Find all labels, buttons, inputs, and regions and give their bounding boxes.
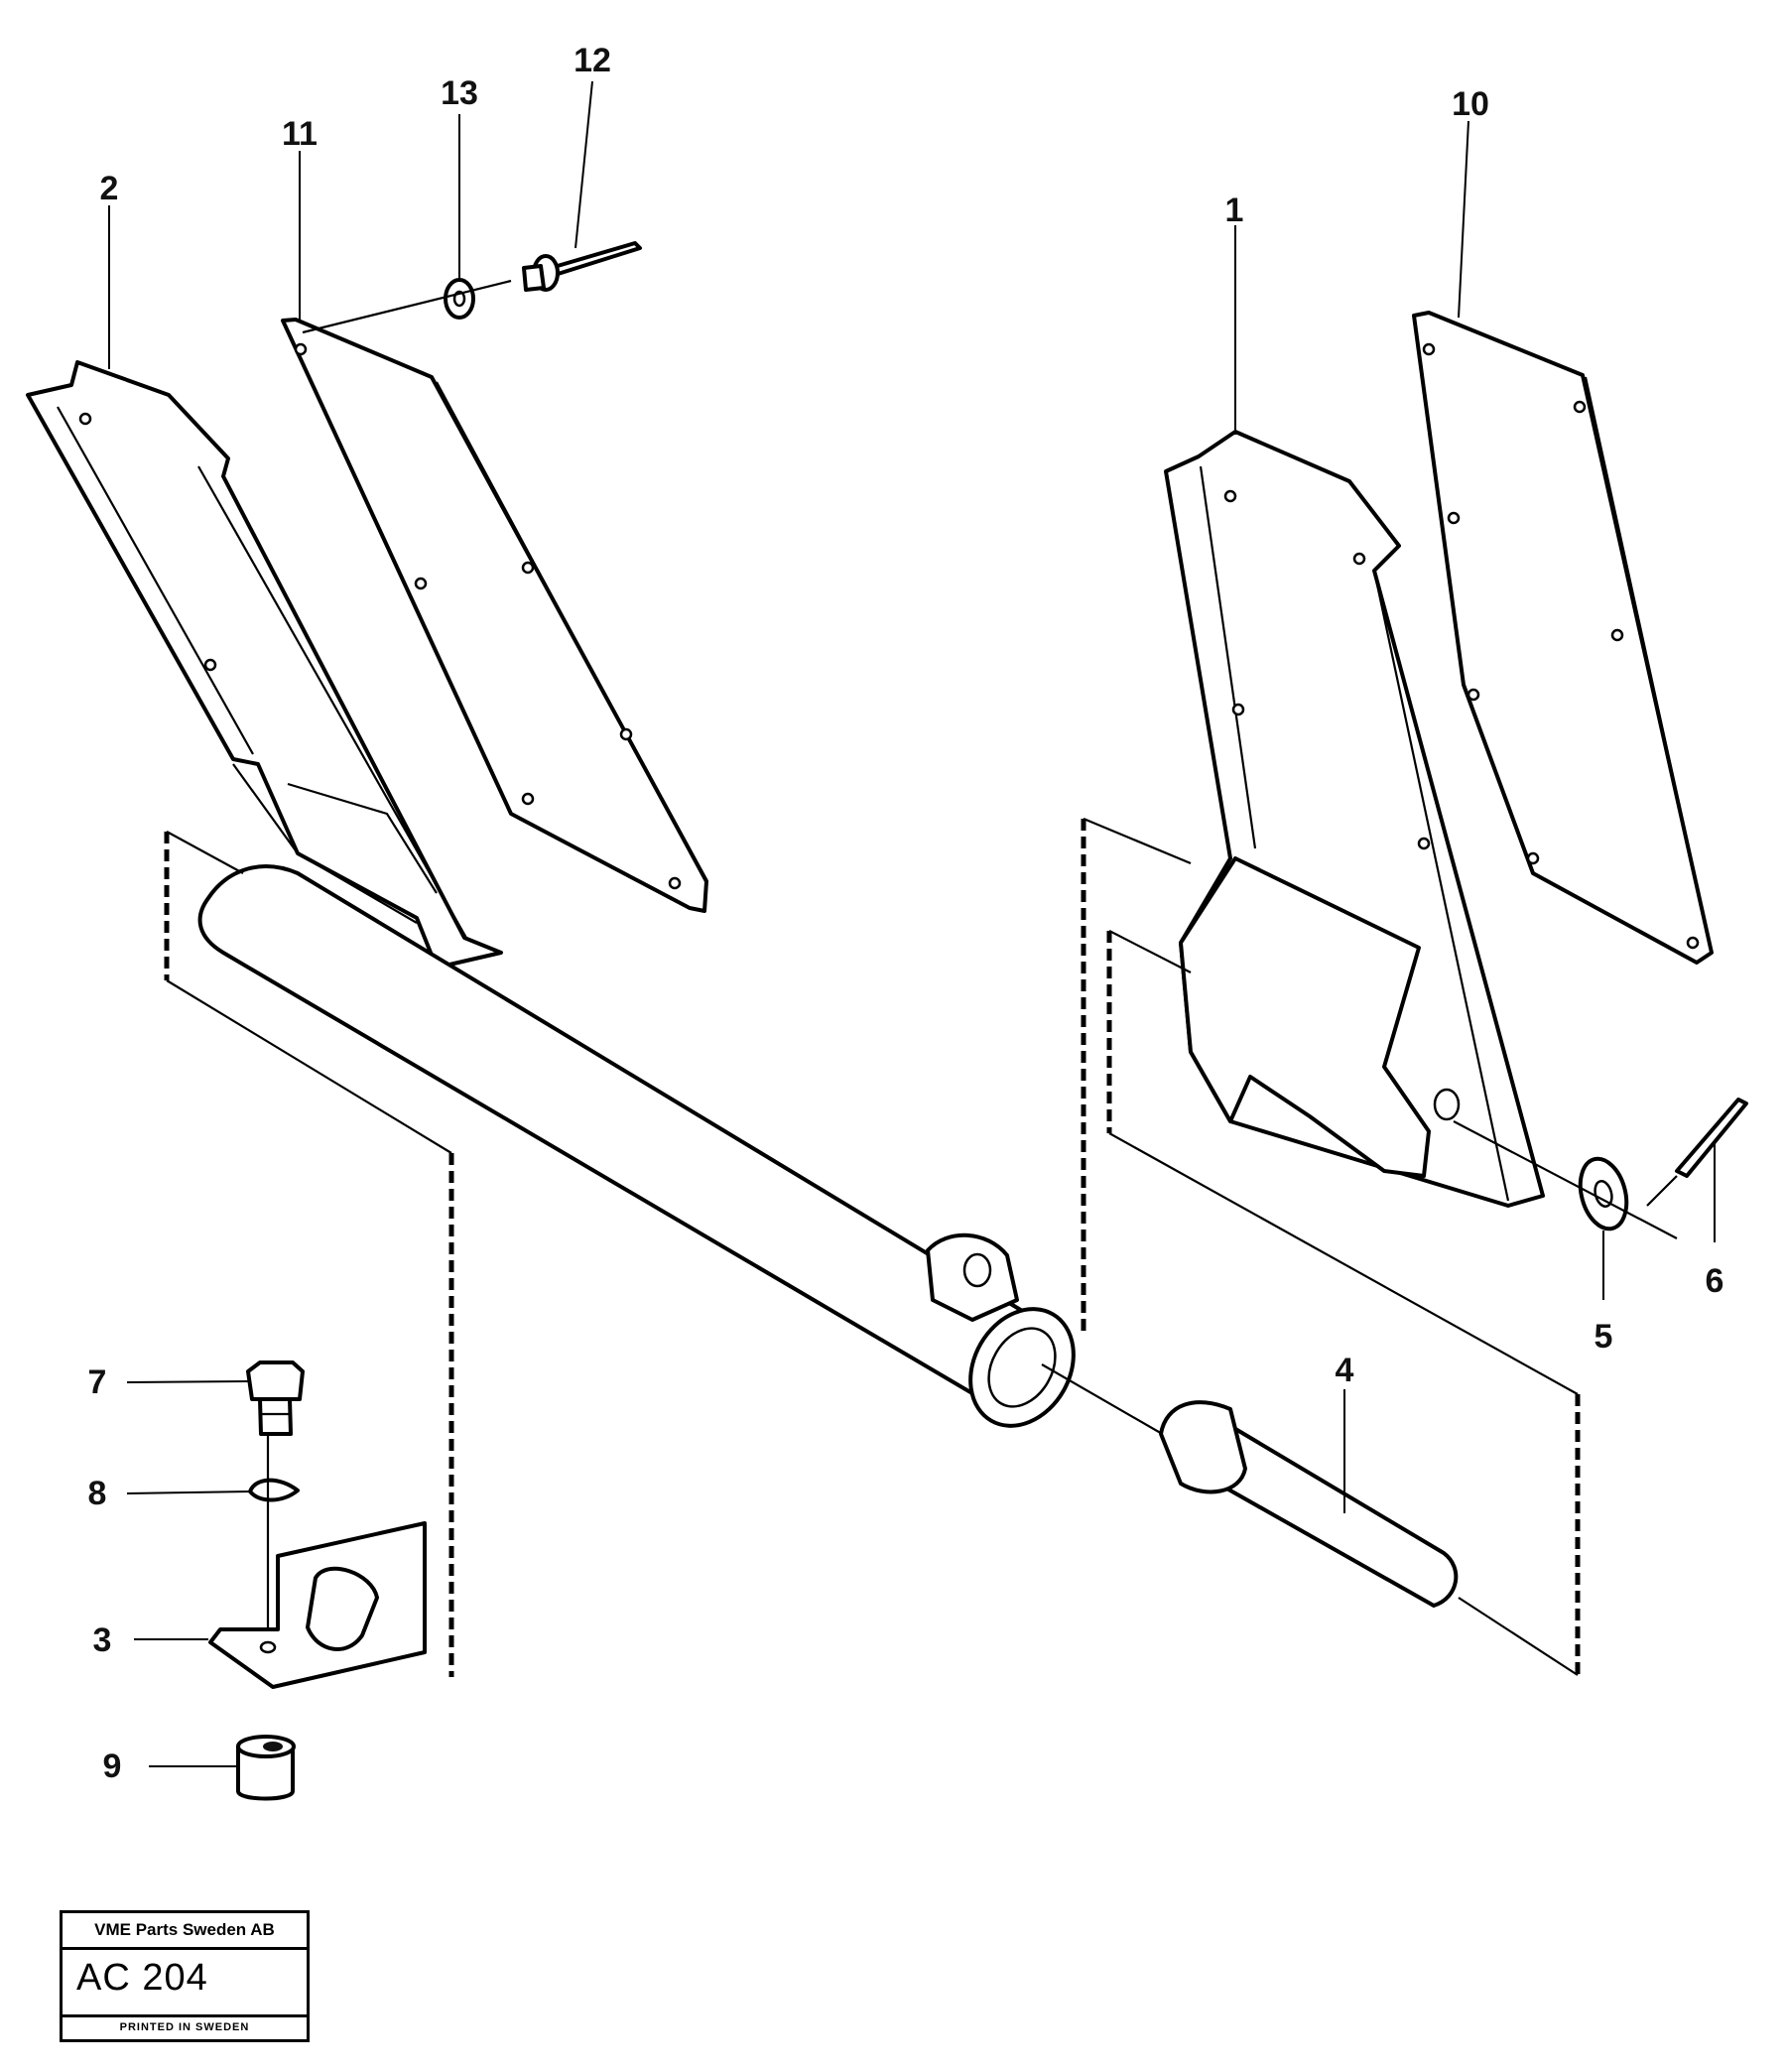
printed-note: PRINTED IN SWEDEN <box>63 2014 307 2039</box>
part-9-bushing <box>236 1735 296 1801</box>
part-12-rivet <box>522 241 642 292</box>
callout-10: 10 <box>1452 85 1489 123</box>
callout-2: 2 <box>100 170 119 207</box>
callout-8: 8 <box>88 1475 107 1512</box>
part-1-right-bracket <box>1164 430 1545 1208</box>
callout-6: 6 <box>1706 1262 1724 1300</box>
main-tube <box>197 864 1076 1428</box>
part-10-right-cover-plate <box>1412 311 1714 965</box>
part-4-pin <box>1041 1363 1459 1608</box>
part-2-left-bracket <box>26 360 503 970</box>
part-6-cotter-pin <box>1646 1098 1748 1207</box>
company-name: VME Parts Sweden AB <box>63 1913 307 1950</box>
drawing-code: AC 204 <box>76 1957 208 1999</box>
callout-1: 1 <box>1225 192 1244 229</box>
part-5-washer <box>1453 1120 1678 1239</box>
leader-lines <box>108 80 1716 1767</box>
part-8-clip <box>248 1434 300 1642</box>
title-block: VME Parts Sweden AB AC 204 PRINTED IN SW… <box>60 1910 310 2042</box>
assembly-dash-right <box>1081 817 1581 1676</box>
callout-5: 5 <box>1595 1318 1613 1356</box>
callout-3: 3 <box>93 1621 112 1659</box>
part-3-angle-bracket <box>208 1521 427 1689</box>
callout-12: 12 <box>574 42 611 79</box>
assembly-dash-left <box>164 831 454 1677</box>
callouts: 1 2 3 4 5 6 7 8 9 10 11 12 13 <box>88 42 1724 1785</box>
callout-9: 9 <box>103 1748 122 1785</box>
callout-11: 11 <box>282 115 318 153</box>
part-13-washer <box>302 278 512 334</box>
callout-4: 4 <box>1336 1352 1354 1389</box>
callout-13: 13 <box>441 74 478 112</box>
callout-7: 7 <box>88 1363 107 1401</box>
part-7-bolt <box>246 1360 305 1436</box>
